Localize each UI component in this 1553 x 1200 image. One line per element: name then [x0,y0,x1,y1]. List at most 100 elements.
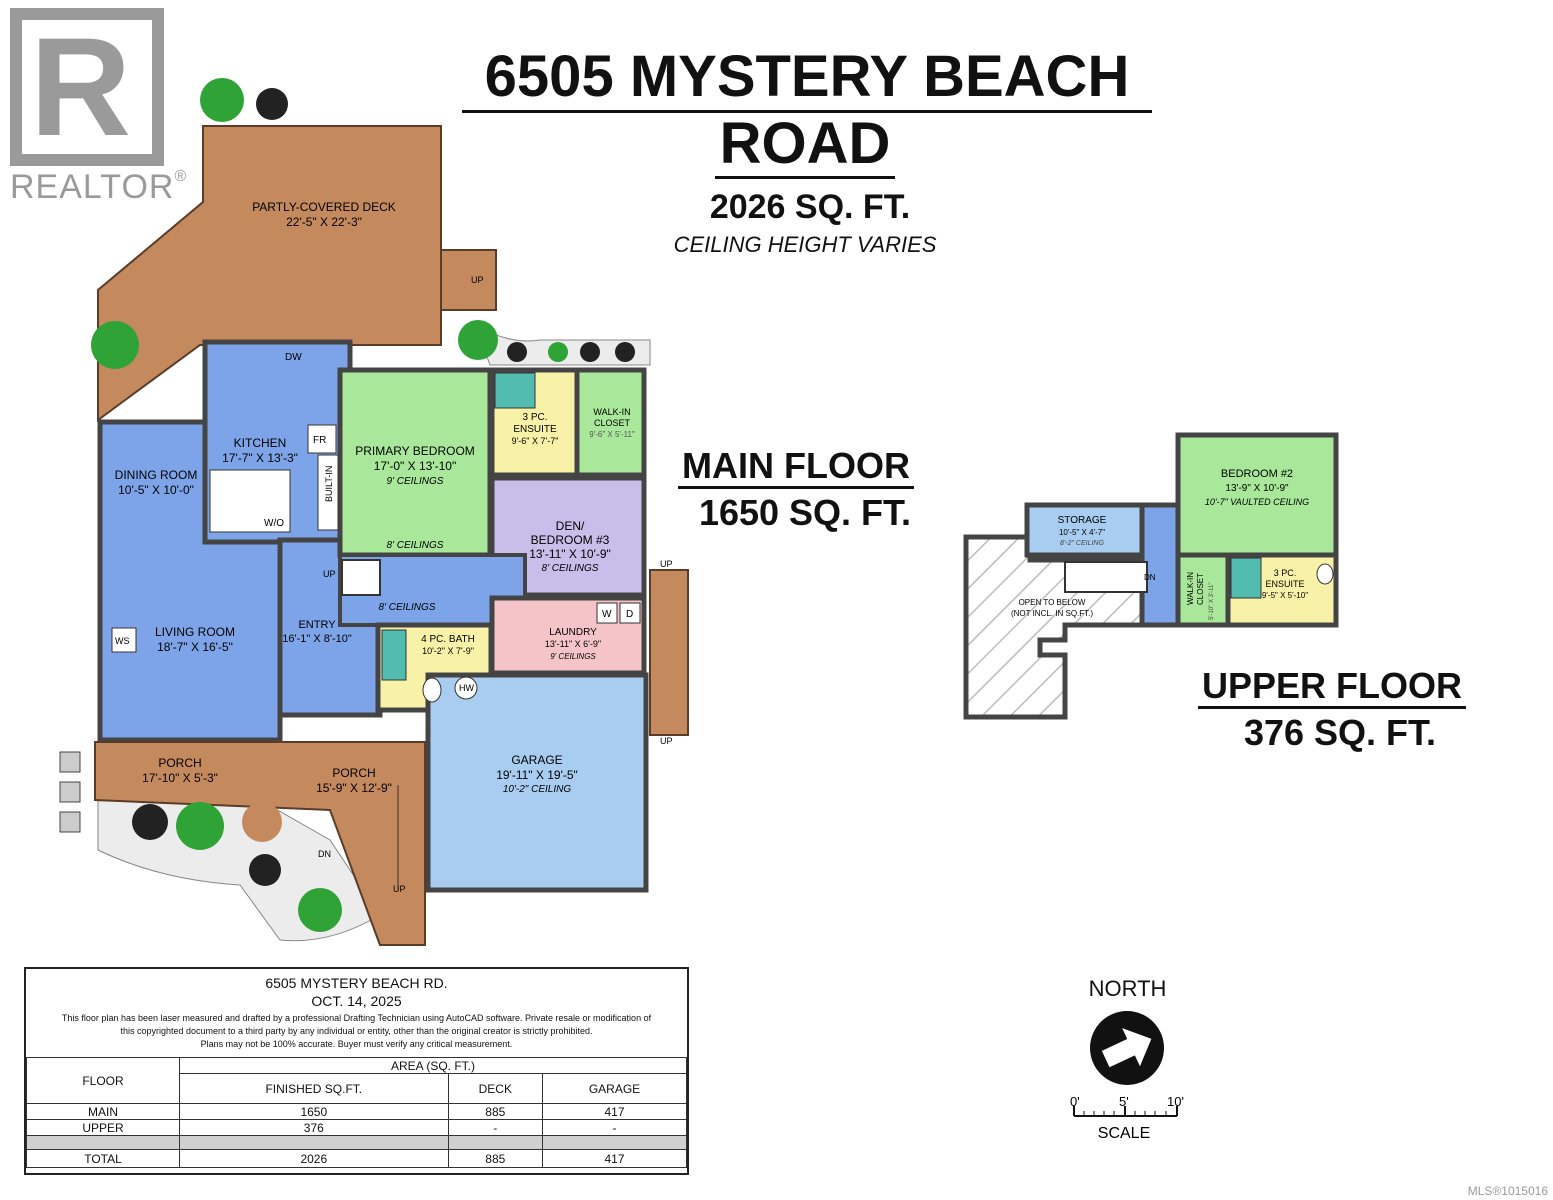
main-floor-area: 1650 SQ. FT. [698,492,912,533]
ws-label: WS [115,636,130,646]
laundry-ceiling: 9' CEILINGS [550,652,596,661]
upper-shower [1230,557,1262,599]
shrub-icon [200,78,244,122]
bedroom2-ceiling: 10'-7" VAULTED CEILING [1205,497,1309,507]
scale-tick-5: 5' [1119,1094,1129,1109]
info-disclaimer3: Plans may not be 100% accurate. Buyer mu… [200,1039,513,1049]
table-row: MAIN 1650 885 417 [26,1103,687,1120]
info-table: 6505 MYSTERY BEACH RD. OCT. 14, 2025 Thi… [24,967,689,1175]
laundry-area [489,595,647,676]
table-cell: 885 [447,1149,544,1168]
porch2-dim: 15'-9" X 12'-9" [316,781,392,795]
deck-dim: 22'-5" X 22'-3" [286,215,362,229]
floor-header: FLOOR [26,1057,180,1104]
den-ceiling: 8' CEILINGS [542,563,599,574]
info-disclaimer2: this copyrighted document to a third par… [120,1026,593,1036]
upper-walkin-dim: 5'-10" X 3'-11" [1209,583,1215,620]
realtor-logo-letter: R [30,8,132,165]
walkin-closet-area [574,367,647,478]
main-floor-label: MAIN FLOOR [678,446,914,489]
table-cell: - [447,1119,544,1136]
bedroom2-area [1175,432,1339,558]
wood-stove [111,627,137,653]
bedroom2-name: BEDROOM #2 [1221,468,1293,480]
open-line1: OPEN TO BELOW [1019,598,1086,607]
table-cell: 417 [542,1149,687,1168]
stairs-main [341,559,381,596]
upper-walkin-line2: CLOSET [1196,573,1205,605]
storage-name: STORAGE [1058,515,1107,526]
fridge-label: FR [313,435,326,446]
realtor-logo-mark: R [10,8,164,166]
bath-name: 4 PC. BATH [421,634,475,645]
stepping-stone-3 [59,811,81,833]
shrub-icon [548,342,568,362]
ensuite-line1: 3 PC. [522,412,547,423]
upper-floor-label: UPPER FLOOR [1198,666,1466,709]
upper-walkin-line1: WALK-IN [1186,572,1195,605]
garage-dim: 19'-11" X 19'-5" [496,768,578,782]
water-heater [454,676,478,700]
walkin-line2: CLOSET [594,418,631,428]
storage-ceiling: 8'-2" CEILING [1060,540,1104,547]
living-dim: 18'-7" X 16'-5" [157,640,233,654]
table-cell: 417 [542,1103,687,1120]
upper-ensuite-dim: 9'-5" X 5'-10" [1262,591,1308,600]
dishwasher-label: DW [285,352,302,363]
ensuite-dim: 9'-6" X 7'-7" [512,436,559,446]
dn-label-upper: DN [1144,573,1156,582]
builtin-label: BUILT-IN [324,466,334,502]
dn-label-porch: DN [318,849,331,859]
garage-ceiling: 10'-2" CEILING [503,784,571,795]
shrub-icon [249,854,281,886]
upper-ensuite-line1: 3 PC. [1274,568,1297,578]
dining-name: DINING ROOM [115,468,198,482]
upper-floor-area: 376 SQ. FT. [1243,712,1437,753]
realtor-reg-mark: ® [174,168,188,185]
up-label-stairs: UP [323,569,336,579]
table-total-row: TOTAL 2026 885 417 [26,1149,687,1168]
table-cell: 2026 [179,1149,449,1168]
deck-name: PARTLY-COVERED DECK [252,200,396,214]
table-cell: MAIN [26,1103,180,1120]
info-disclaimer1: This floor plan has been laser measured … [61,1013,652,1023]
den-line1: DEN/ [556,519,585,533]
shrub-icon [298,888,342,932]
open-line2: (NOT INCL. IN SQ.FT.) [1011,609,1093,618]
hall-ceiling: 8' CEILINGS [379,602,436,613]
table-cell: 1650 [179,1103,449,1120]
title-line1: 6505 MYSTERY BEACH [462,44,1152,113]
scale-tick-0: 0' [1070,1094,1080,1109]
bathtub [381,629,407,681]
up-label-deck: UP [471,275,484,285]
up-label-side2: UP [660,736,673,746]
primary-ceiling: 9' CEILINGS [387,476,444,487]
washer-label: W [602,609,612,620]
dryer-label: D [626,609,633,620]
side-deck [649,569,689,736]
col-header-finished: FINISHED SQ.FT. [179,1073,449,1104]
main-toilet [422,677,442,703]
built-in-cabinet [317,454,339,531]
storage-dim: 10'-5" X 4'-7" [1059,528,1105,537]
kitchen-name: KITCHEN [234,436,287,450]
table-cell: 376 [179,1119,449,1136]
stairs-upper [1064,561,1148,593]
living-name: LIVING ROOM [155,625,235,639]
hw-label: HW [459,683,474,693]
bath-dim: 10'-2" X 7'-9" [422,646,474,656]
up-label-porch: UP [393,884,406,894]
scale-bar: 0' 5' 10' SCALE [1070,1094,1184,1142]
porch1-dim: 17'-10" X 5'-3" [142,771,218,785]
upper-toilet [1316,563,1334,585]
garage-area [425,672,649,893]
floor-plan: PARTLY-COVERED DECK 22'-5" X 22'-3" KITC… [59,78,1339,946]
shrub-icon [615,342,635,362]
info-date: OCT. 14, 2025 [311,993,402,1009]
table-spacer-row [26,1135,687,1150]
table-row: UPPER 376 - - [26,1119,687,1136]
deck-area [97,125,442,422]
washer [596,602,618,624]
den-line2: BEDROOM #3 [531,533,610,547]
scale-label: SCALE [1098,1125,1150,1142]
